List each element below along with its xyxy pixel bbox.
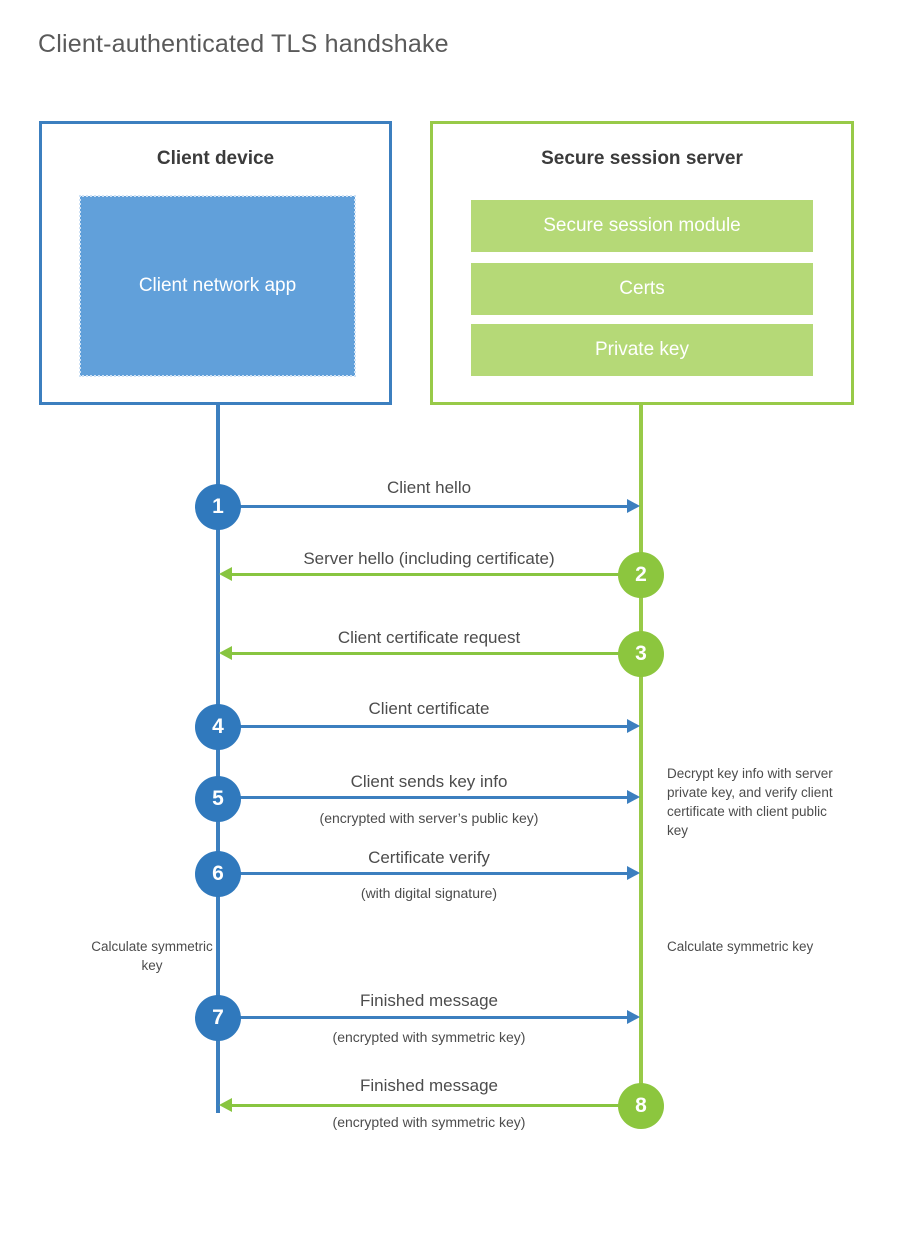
step-6-label: Certificate verify <box>368 848 490 867</box>
step-1-arrow-head <box>627 499 640 513</box>
client-calculate-symmetric-key-note: Calculate symmetric key <box>91 939 213 974</box>
step-7-arrow-head <box>627 1010 640 1024</box>
page-title: Client-authenticated TLS handshake <box>38 30 449 58</box>
step-7-circle[interactable]: 7 <box>195 995 241 1041</box>
server-module-label: Secure session module <box>543 215 741 236</box>
step-1-number: 1 <box>212 495 224 518</box>
step-8-label: Finished message <box>360 1076 498 1095</box>
step-6-sublabel: (with digital signature) <box>360 885 498 901</box>
server-module-private-key: Private key <box>471 324 813 376</box>
server-module-label: Certs <box>619 278 665 299</box>
client-network-app-block: Client network app <box>79 195 356 377</box>
step-1-label: Client hello <box>386 478 472 497</box>
step-4-arrow-line <box>218 725 627 728</box>
step-7-sublabel: (encrypted with symmetric key) <box>332 1029 526 1045</box>
step-3-arrow-line <box>232 652 630 655</box>
client-device-title: Client device <box>156 148 275 169</box>
server-lifeline <box>639 404 643 1105</box>
step-2-arrow-head <box>219 567 232 581</box>
step-3-arrow-head <box>219 646 232 660</box>
step-5-number: 5 <box>212 787 224 810</box>
server-module-secure-session-module: Secure session module <box>471 200 813 252</box>
step-5-circle[interactable]: 5 <box>195 776 241 822</box>
step-5-label: Client sends key info <box>350 772 508 791</box>
client-device-box: Client device Client network app <box>39 121 392 405</box>
step-6-arrow-head <box>627 866 640 880</box>
step-5-arrow-head <box>627 790 640 804</box>
step-1-arrow-line <box>218 505 627 508</box>
server-decrypt-note: Decrypt key info with server private key… <box>667 766 833 839</box>
step-8-arrow-head <box>219 1098 232 1112</box>
server-calculate-symmetric-key-note: Calculate symmetric key <box>667 939 814 954</box>
step-3-label: Client certificate request <box>337 628 521 647</box>
server-module-certs: Certs <box>471 263 813 315</box>
step-2-circle[interactable]: 2 <box>618 552 664 598</box>
step-2-number: 2 <box>635 563 647 586</box>
step-4-arrow-head <box>627 719 640 733</box>
step-5-sublabel: (encrypted with server’s public key) <box>319 810 539 826</box>
step-4-label: Client certificate <box>368 699 490 718</box>
step-5-arrow-line <box>218 796 627 799</box>
step-8-arrow-line <box>232 1104 630 1107</box>
step-3-circle[interactable]: 3 <box>618 631 664 677</box>
step-6-arrow-line <box>218 872 627 875</box>
step-8-number: 8 <box>635 1094 647 1117</box>
step-7-label: Finished message <box>360 991 498 1010</box>
step-6-number: 6 <box>212 862 224 885</box>
step-8-circle[interactable]: 8 <box>618 1083 664 1129</box>
secure-session-server-box: Secure session server Secure session mod… <box>430 121 854 405</box>
step-4-number: 4 <box>212 715 224 738</box>
server-module-label: Private key <box>595 339 689 360</box>
step-7-number: 7 <box>212 1006 224 1029</box>
step-2-label: Server hello (including certificate) <box>303 549 555 568</box>
step-6-circle[interactable]: 6 <box>195 851 241 897</box>
client-lifeline <box>216 404 220 1113</box>
step-1-circle[interactable]: 1 <box>195 484 241 530</box>
step-4-circle[interactable]: 4 <box>195 704 241 750</box>
client-network-app-label: Client network app <box>138 275 297 297</box>
secure-session-server-title: Secure session server <box>541 148 743 169</box>
step-7-arrow-line <box>218 1016 627 1019</box>
step-2-arrow-line <box>232 573 630 576</box>
step-8-sublabel: (encrypted with symmetric key) <box>332 1114 526 1130</box>
step-3-number: 3 <box>635 642 647 665</box>
